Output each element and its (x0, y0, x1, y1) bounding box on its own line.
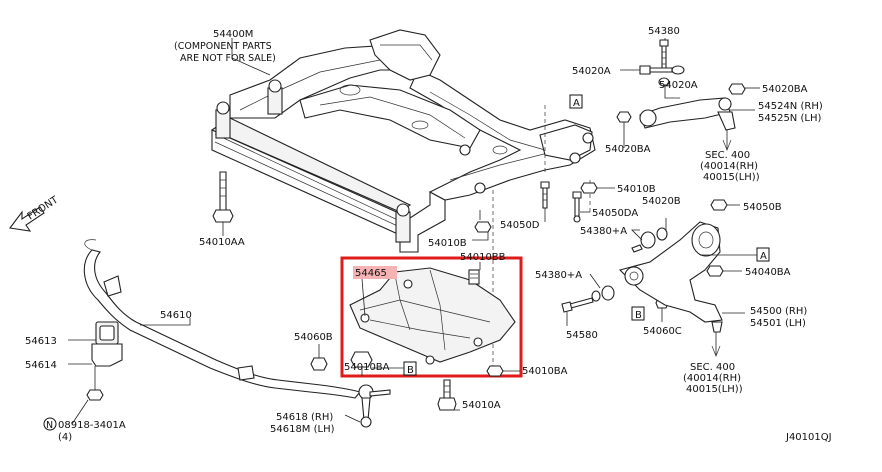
label-54020a-2: 54020A (659, 80, 698, 91)
label-54613: 54613 (25, 336, 57, 347)
bolt-54010aa (212, 171, 234, 223)
label-sec400-bot-rh: (40014(RH) (683, 373, 741, 384)
ref-box-b-1: B (631, 306, 645, 321)
label-sec400-top: SEC. 400 (705, 150, 750, 161)
label-54060c: 54060C (643, 326, 682, 337)
label-54040ba: 54040BA (745, 267, 791, 278)
label-54580: 54580 (566, 330, 598, 341)
label-front: FRONT (26, 194, 61, 222)
ref-label: A (760, 251, 767, 262)
front-arrow-icon (9, 206, 45, 232)
label-54010aa: 54010AA (199, 237, 245, 248)
subframe (210, 29, 596, 253)
ref-box-a-2: A (700, 247, 770, 262)
label-54020ba-2: 54020BA (605, 144, 651, 155)
bolt-54010a (437, 379, 457, 411)
label-54010b-1: 54010B (617, 184, 656, 195)
ref-box-a-1: A (569, 94, 583, 109)
n-mark-label: N (46, 420, 53, 431)
label-54618: 54618 (RH) (276, 412, 333, 423)
label-54524n: 54524N (RH) (758, 101, 823, 112)
label-54010ba-1: 54010BA (344, 362, 390, 373)
nut-54010ba-right (486, 365, 504, 377)
label-sec400-top-lh: 40015(LH)) (703, 172, 760, 183)
label-54525n: 54525N (LH) (758, 113, 821, 124)
label-54050da: 54050DA (592, 208, 638, 219)
label-54500: 54500 (RH) (750, 306, 807, 317)
label-54380-top: 54380 (648, 26, 680, 37)
label-component-note-1: (COMPONENT PARTS (174, 41, 272, 52)
highlight-label-box (353, 266, 397, 279)
label-08918-qty: (4) (58, 432, 72, 443)
label-54010a: 54010A (462, 400, 501, 411)
label-08918: 08918-3401A (58, 420, 126, 431)
upper-link (639, 97, 736, 151)
highlight-frame (340, 256, 523, 378)
label-54618m: 54618M (LH) (270, 424, 335, 435)
bolt-54380-a-upper (631, 227, 668, 253)
leader-lines (68, 38, 760, 425)
label-54380-a-2: 54380+A (535, 270, 582, 281)
stabilizer-bar (83, 239, 361, 401)
ref-box-b-2: B (372, 361, 417, 376)
label-54380-a-1: 54380+A (580, 226, 627, 237)
diagram-code: J40101QJ (785, 432, 832, 443)
label-54010ba-2: 54010BA (522, 366, 568, 377)
ref-label: A (573, 98, 580, 109)
lower-arm (618, 221, 723, 357)
reinforcement-plate (349, 267, 516, 368)
bushing-54060b (310, 357, 328, 371)
stabilizer-link (358, 384, 391, 428)
label-54020ba-1: 54020BA (762, 84, 808, 95)
label-sec400-bot-lh: 40015(LH)) (686, 384, 743, 395)
ref-label: B (635, 310, 642, 321)
label-54010b-2: 54010B (428, 238, 467, 249)
ref-label: B (407, 365, 414, 376)
bolt-54380 (659, 39, 669, 71)
label-54060b: 54060B (294, 332, 333, 343)
label-54020a-1: 54020A (572, 66, 611, 77)
label-54400m: 54400M (213, 29, 253, 40)
label-54020b: 54020B (642, 196, 681, 207)
label-54614: 54614 (25, 360, 57, 371)
bolt-54050d (540, 181, 550, 209)
label-54465: 54465 (355, 268, 387, 279)
nut-54010b (474, 221, 492, 233)
label-sec400-bot: SEC. 400 (690, 362, 735, 373)
n-mark-icon: N (43, 417, 57, 431)
bolt-54580 (561, 285, 615, 313)
label-sec400-top-rh: (40014(RH) (700, 161, 758, 172)
bolt-54050da (572, 191, 582, 223)
label-54010bb: 54010BB (460, 252, 506, 263)
label-component-note-2: ARE NOT FOR SALE) (180, 53, 276, 64)
label-54610: 54610 (160, 310, 192, 321)
label-54501: 54501 (LH) (750, 318, 806, 329)
label-54050b: 54050B (743, 202, 782, 213)
label-54050d: 54050D (500, 220, 540, 231)
